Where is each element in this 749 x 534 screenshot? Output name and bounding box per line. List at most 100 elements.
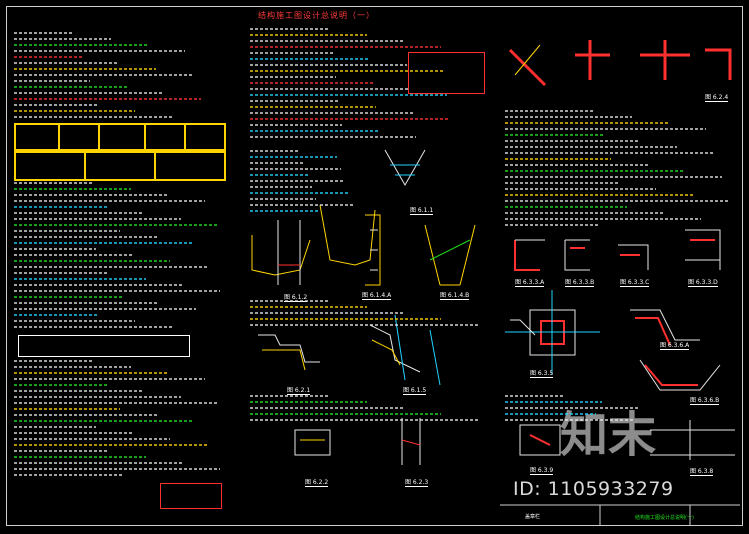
note-text-line bbox=[505, 176, 722, 178]
note-text-line bbox=[14, 420, 194, 422]
note-text-line bbox=[250, 94, 447, 96]
note-text-line bbox=[14, 278, 146, 280]
note-text-line bbox=[14, 384, 107, 386]
note-text-line bbox=[250, 58, 370, 60]
figure-label: 图 6.3.3.A bbox=[515, 279, 545, 287]
note-text-line bbox=[14, 408, 120, 410]
note-text-line bbox=[14, 290, 220, 292]
note-text-line bbox=[14, 44, 148, 46]
note-text-line bbox=[250, 395, 330, 397]
note-text-line bbox=[505, 164, 648, 166]
note-text-line bbox=[14, 212, 144, 214]
note-text-line bbox=[250, 312, 404, 314]
note-text-line bbox=[14, 266, 207, 268]
note-text-line bbox=[14, 224, 218, 226]
note-text-line bbox=[505, 401, 602, 403]
note-text-line bbox=[14, 360, 94, 362]
note-text-line bbox=[250, 413, 441, 415]
note-text-line bbox=[14, 474, 122, 476]
figure-label: 图 6.2.3 bbox=[405, 479, 429, 487]
watermark-id: ID: 1105933279 bbox=[513, 478, 674, 500]
note-text-line bbox=[250, 136, 416, 138]
note-text-line bbox=[14, 104, 98, 106]
note-text-line bbox=[505, 212, 664, 214]
note-text-line bbox=[14, 74, 193, 76]
note-text-line bbox=[14, 296, 122, 298]
note-text-line bbox=[250, 76, 336, 78]
note-text-line bbox=[250, 52, 333, 54]
figure-label: 图 6.2.1 bbox=[287, 387, 311, 395]
note-text-line bbox=[14, 272, 109, 274]
note-text-line bbox=[14, 438, 170, 440]
note-text-line bbox=[250, 40, 404, 42]
note-text-line bbox=[250, 162, 304, 164]
note-text-line bbox=[505, 146, 677, 148]
note-text-line bbox=[250, 318, 441, 320]
note-text-line bbox=[505, 188, 656, 190]
note-text-line bbox=[14, 230, 120, 232]
note-text-line bbox=[505, 158, 611, 160]
note-text-line bbox=[14, 116, 172, 118]
figure-label: 图 6.3.6.B bbox=[690, 397, 720, 405]
note-text-line bbox=[14, 396, 181, 398]
note-text-line bbox=[250, 401, 367, 403]
note-text-line bbox=[14, 450, 109, 452]
note-text-line bbox=[14, 194, 168, 196]
note-text-line bbox=[250, 100, 339, 102]
figure-label: 图 6.3.5 bbox=[530, 370, 554, 378]
note-text-line bbox=[14, 200, 205, 202]
note-text-line bbox=[250, 204, 353, 206]
note-text-line bbox=[14, 86, 127, 88]
note-text-line bbox=[250, 118, 450, 120]
sheet-name: 结构施工图设计总说明(一) bbox=[635, 515, 694, 521]
note-text-line bbox=[14, 56, 82, 58]
note-text-line bbox=[14, 468, 220, 470]
note-text-line bbox=[505, 116, 632, 118]
note-text-line bbox=[250, 407, 404, 409]
figure-label: 图 6.3.9 bbox=[530, 467, 554, 475]
note-text-line bbox=[14, 32, 74, 34]
note-text-line bbox=[14, 426, 96, 428]
figure-label: 图 6.3.3.C bbox=[620, 279, 650, 287]
note-text-line bbox=[14, 314, 98, 316]
note-text-line bbox=[505, 407, 639, 409]
note-text-line bbox=[250, 70, 444, 72]
note-text-line bbox=[505, 170, 685, 172]
note-text-line bbox=[14, 378, 205, 380]
figure-label: 图 6.1.4.A bbox=[362, 292, 392, 300]
note-text-line bbox=[14, 38, 111, 40]
note-text-line bbox=[505, 128, 706, 130]
note-text-line bbox=[250, 150, 300, 152]
fig-6-1-2-outline bbox=[251, 235, 311, 276]
note-text-line bbox=[250, 192, 349, 194]
note-text-line bbox=[250, 419, 478, 421]
note-text-line bbox=[250, 82, 373, 84]
note-text-line bbox=[250, 88, 410, 90]
note-text-line bbox=[14, 402, 218, 404]
note-text-line bbox=[505, 182, 619, 184]
note-text-line bbox=[14, 260, 170, 262]
note-text-line bbox=[14, 444, 207, 446]
note-text-line bbox=[14, 432, 133, 434]
note-text-line bbox=[14, 308, 196, 310]
note-text-line bbox=[250, 210, 320, 212]
note-text-line bbox=[250, 46, 441, 48]
drawing-title: 结构施工图设计总说明（一） bbox=[258, 11, 375, 20]
note-text-line bbox=[250, 64, 407, 66]
watermark-brand: 知末 bbox=[560, 407, 657, 463]
note-text-line bbox=[14, 188, 131, 190]
note-text-line bbox=[505, 419, 633, 421]
note-text-line bbox=[14, 98, 201, 100]
note-text-line bbox=[505, 395, 565, 397]
note-text-line bbox=[14, 284, 183, 286]
note-text-line bbox=[505, 218, 701, 220]
note-text-line bbox=[250, 198, 316, 200]
note-text-line bbox=[250, 180, 345, 182]
note-text-line bbox=[250, 34, 367, 36]
material-table-2 bbox=[14, 151, 226, 181]
stamp-label: 盖章栏 bbox=[525, 514, 541, 520]
figure-label: 图 6.1.5 bbox=[403, 387, 427, 395]
material-table-1 bbox=[14, 123, 226, 151]
note-text-line bbox=[14, 50, 185, 52]
